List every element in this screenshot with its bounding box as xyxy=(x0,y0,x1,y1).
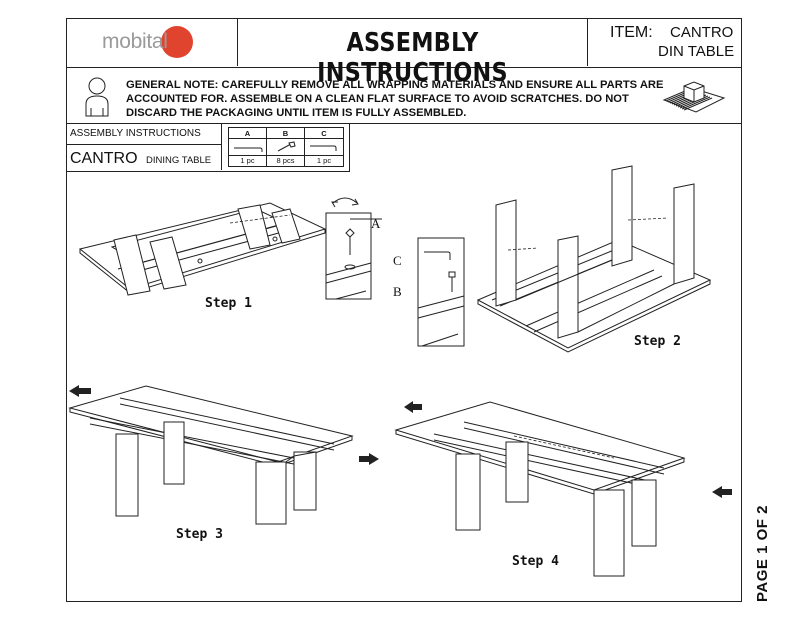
parts-heading: ASSEMBLY INSTRUCTIONS xyxy=(70,128,201,139)
divider xyxy=(305,155,343,156)
general-note: GENERAL NOTE: CAREFULLY REMOVE ALL WRAPP… xyxy=(126,79,664,119)
step2-illustration xyxy=(476,165,712,353)
part-qty: 1 pc xyxy=(316,156,332,165)
part-label: A xyxy=(244,129,251,138)
divider xyxy=(229,138,266,139)
parts-grid: A 1 pc B 8 pcs C 1 pc xyxy=(228,127,344,167)
title-cell: ASSEMBLY INSTRUCTIONS xyxy=(238,18,588,88)
divider xyxy=(267,155,304,156)
part-a: A 1 pc xyxy=(229,128,267,166)
divider xyxy=(66,144,221,145)
product-name: CANTRO xyxy=(70,150,138,167)
arrow-right-icon xyxy=(359,453,379,465)
logo-dot xyxy=(161,26,193,58)
page-title: ASSEMBLY INSTRUCTIONS xyxy=(317,28,508,88)
divider xyxy=(267,138,304,139)
step1-illustration xyxy=(78,202,327,296)
divider xyxy=(305,138,343,139)
parts-box-title: ASSEMBLY INSTRUCTIONS CANTRO DINING TABL… xyxy=(66,124,222,170)
callout-b: B xyxy=(393,284,402,299)
package-icon xyxy=(662,81,726,113)
divider xyxy=(229,155,266,156)
step2-label: Step 2 xyxy=(634,334,681,349)
product-sub: DINING TABLE xyxy=(146,155,212,166)
person-icon xyxy=(85,77,109,117)
general-note-row: GENERAL NOTE: CAREFULLY REMOVE ALL WRAPP… xyxy=(66,68,742,124)
part-c: C 1 pc xyxy=(305,128,343,166)
step3-label: Step 3 xyxy=(176,527,223,542)
part-qty: 1 pc xyxy=(240,156,255,165)
item-cell: ITEM: CANTRO DIN TABLE xyxy=(588,18,740,66)
arrow-left-icon xyxy=(712,486,732,498)
step1-detail xyxy=(325,212,382,300)
page-number-text: PAGE 1 OF 2 xyxy=(754,505,771,602)
allen-key-icon xyxy=(234,147,263,152)
item-label: ITEM: xyxy=(610,24,653,41)
step1-label: Step 1 xyxy=(205,296,252,311)
parts-box: ASSEMBLY INSTRUCTIONS CANTRO DINING TABL… xyxy=(66,124,350,172)
header: mobital ASSEMBLY INSTRUCTIONS ITEM: CANT… xyxy=(66,18,742,88)
logo-cell: mobital xyxy=(66,18,238,66)
item-name-line1: CANTRO xyxy=(670,24,734,41)
page-frame xyxy=(66,18,742,602)
step2-detail xyxy=(417,237,465,347)
arrow-right-icon xyxy=(404,401,422,413)
page-number: PAGE 1 OF 2 xyxy=(740,500,780,602)
bolt-icon xyxy=(277,141,296,152)
part-label: C xyxy=(321,129,327,138)
callout-a: A xyxy=(371,216,381,231)
arrow-left-icon xyxy=(69,385,91,397)
callout-c: C xyxy=(393,253,402,268)
item-name-line2: DIN TABLE xyxy=(658,43,735,60)
rotate-arrow-icon xyxy=(331,197,359,208)
part-b: B 8 pcs xyxy=(267,128,305,166)
part-qty: 8 pcs xyxy=(276,156,295,165)
step4-illustration xyxy=(394,401,686,577)
part-label: B xyxy=(282,129,289,138)
step3-illustration xyxy=(68,385,354,525)
logo: mobital xyxy=(102,30,168,53)
hex-key-icon xyxy=(310,145,337,151)
step4-label: Step 4 xyxy=(512,554,559,569)
